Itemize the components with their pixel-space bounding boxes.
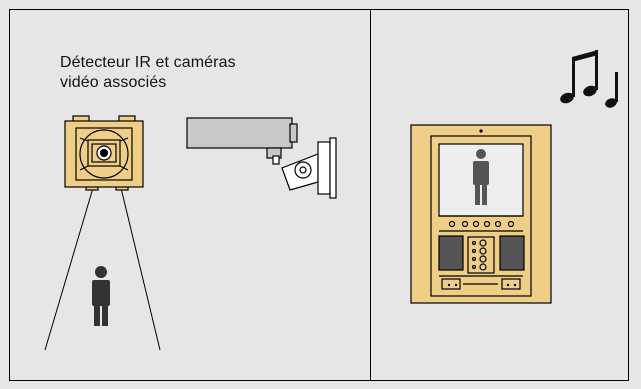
music-notes-icon bbox=[559, 50, 618, 109]
ir-detector-icon bbox=[65, 116, 143, 190]
surveillance-camera-icon bbox=[187, 118, 336, 198]
person-icon bbox=[92, 266, 110, 326]
